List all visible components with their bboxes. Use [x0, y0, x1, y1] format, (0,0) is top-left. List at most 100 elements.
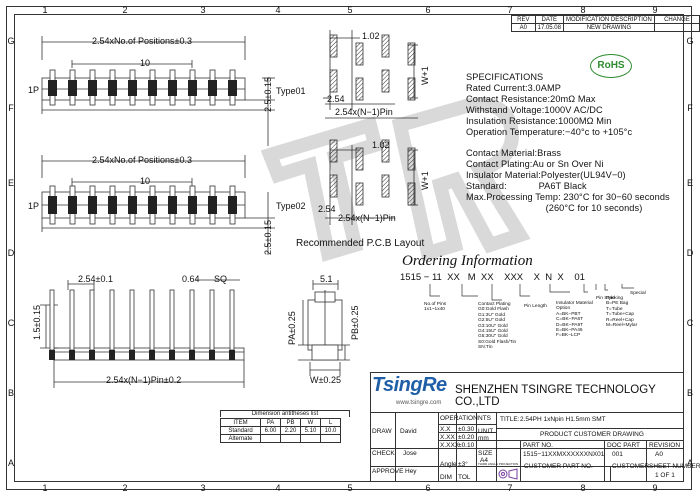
ordering-title: Ordering Information	[402, 253, 533, 269]
check-label: CHECK	[372, 450, 395, 457]
pin-shoulder	[88, 80, 97, 96]
side-pin-foot	[129, 350, 135, 360]
dim-table-cell: 10.0	[320, 426, 341, 435]
tol-x: X.X	[440, 426, 451, 433]
dim-table-cell: Alternate	[220, 434, 261, 443]
dim-table-title: Dimension antitheses list	[220, 410, 350, 417]
pcb-pad	[381, 69, 390, 93]
pcb-pad	[407, 182, 416, 206]
side-pin	[109, 289, 115, 351]
side-pin-foot	[229, 350, 235, 360]
dim-table-cell: 5.10	[300, 426, 321, 435]
material-line: (260°C for 10 seconds)	[466, 203, 643, 213]
pin-shoulder	[228, 80, 237, 96]
spec-line: Insulation Resistance:1000MΩ Min	[466, 116, 612, 126]
pcb-pad	[381, 139, 390, 163]
sheet-label: SHEET NUMBER	[649, 463, 700, 470]
side-pin	[189, 289, 195, 351]
pin-shoulder	[108, 196, 117, 214]
rohs-badge: RoHS	[590, 54, 632, 78]
row-letter: G	[7, 36, 15, 46]
side-dim-254: 2.54±0.1	[78, 274, 113, 284]
date-value: 17.05.08	[534, 23, 564, 32]
side-pin	[69, 289, 75, 351]
row-letter: E	[7, 178, 14, 188]
ordering-insulator: Insulator Material Option A=BK−PBT C=BK−…	[556, 301, 593, 339]
tol-x-value: ±0.30	[458, 426, 475, 433]
row-letter: B	[686, 388, 693, 398]
tol-xxx: X.XXX	[440, 442, 460, 449]
pin-shoulder	[128, 80, 137, 96]
pin1-type01: 1P	[28, 85, 40, 95]
column-number: 5	[347, 5, 353, 15]
row-letter: F	[8, 103, 14, 113]
unit-value: mm	[478, 435, 489, 442]
pin-shoulder	[188, 196, 197, 214]
doc-part-value: 001	[612, 451, 623, 458]
pin-shoulder	[228, 196, 237, 214]
angle-value: ±3°	[458, 461, 468, 468]
height-type02: 2.5±0.15	[263, 220, 273, 255]
column-number: 2	[122, 5, 128, 15]
column-number: 3	[200, 483, 206, 493]
ordering-plating: Contact Plating G0:Gold Flash G1:3U" Gol…	[478, 302, 517, 351]
pcb-pad	[381, 174, 390, 198]
ordering-pins: No.of Pins 1x1~1x40	[424, 302, 447, 313]
title-label: TITLE:	[500, 416, 520, 423]
column-number: 8	[580, 483, 586, 493]
company-name: SHENZHEN TSINGRE TECHNOLOGY CO.,LTD	[455, 384, 656, 408]
height-type01: 2.5±0.15	[263, 77, 273, 112]
dim-table-cell: 2.20	[280, 426, 301, 435]
part-no-value: 1515−11XXMXXXXXXNX01	[523, 451, 605, 458]
pin-shoulder	[188, 80, 197, 96]
column-number: 8	[580, 5, 586, 15]
size-label: SIZE	[478, 450, 493, 457]
pin-span-type02: 2.54x(N−1)Pin	[338, 213, 396, 223]
end-dim-w: W±0.25	[310, 375, 341, 385]
side-pin	[209, 289, 215, 351]
column-number: 6	[425, 483, 431, 493]
watermark-logo	[260, 97, 531, 262]
pin-shoulder	[108, 80, 117, 96]
revision-table: REV DATE MODIFICATION DESCRIPTION CHANGE…	[511, 15, 700, 32]
draw-name: David	[400, 428, 417, 435]
dim-table-header: PB	[280, 418, 301, 427]
dim-table-cell	[280, 434, 301, 443]
operation-label: OPERATION	[440, 415, 478, 422]
dim-table-cell: 6.00	[260, 426, 281, 435]
projection-icon	[498, 468, 518, 480]
pin-shoulder	[208, 80, 217, 96]
side-pin-foot	[209, 350, 215, 360]
dim-102-type02: 1.02	[372, 140, 390, 150]
third-angle-label: THIRD ANGLE PROJECTION	[478, 462, 519, 466]
pin-shoulder	[48, 196, 57, 214]
row-letter: B	[7, 388, 14, 398]
pcb-pad	[407, 42, 416, 66]
doc-part-label: DOC PART	[607, 442, 640, 449]
pin-shoulder	[168, 196, 177, 214]
side-pin-foot	[109, 350, 115, 360]
approve-name: Hey	[405, 468, 417, 475]
side-pin	[229, 289, 235, 351]
pcb-pad	[355, 182, 364, 206]
side-dim-15: 1.5±0.15	[32, 305, 42, 340]
pcb-pad	[407, 77, 416, 101]
side-pin	[129, 289, 135, 351]
dim-102-type01: 1.02	[362, 31, 380, 41]
revision-label: REVISION	[649, 442, 681, 449]
side-dim-064: 0.64	[182, 274, 200, 284]
row-letter: A	[686, 458, 693, 468]
pcb-layout-title: Recommended P.C.B Layout	[296, 238, 425, 249]
dim-label: DIM	[440, 474, 452, 481]
row-letter: D	[686, 248, 694, 258]
pin-span-type01: 2.54x(N−1)Pin	[335, 107, 393, 117]
pin-shoulder	[88, 196, 97, 214]
pitch-label-type01: 2.54xNo.of Positions±0.3	[92, 36, 192, 46]
row-letter: G	[686, 36, 694, 46]
pin-shoulder	[68, 80, 77, 96]
side-pin	[89, 289, 95, 351]
dim-table-header: PA	[260, 418, 281, 427]
row-letter: C	[7, 318, 15, 328]
column-number: 9	[652, 483, 658, 493]
side-pin-foot	[69, 350, 75, 360]
